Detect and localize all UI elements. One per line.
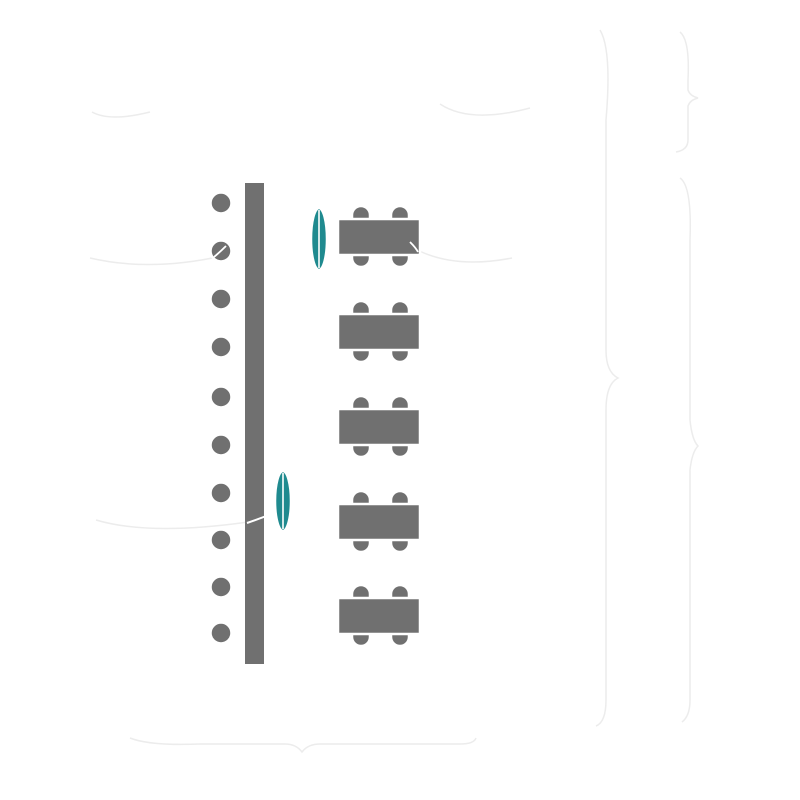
faint-line-8 — [409, 245, 513, 263]
stool-10 — [209, 621, 233, 645]
table-top — [336, 217, 422, 257]
table-top — [336, 312, 422, 352]
table-set-2 — [336, 299, 422, 364]
faint-line-9 — [95, 519, 249, 530]
plants-group — [273, 206, 329, 533]
counter-notch — [246, 511, 277, 524]
stools-group — [209, 191, 233, 645]
faint-line-7 — [89, 255, 223, 266]
table-top — [336, 596, 422, 636]
stool-6 — [209, 433, 233, 457]
faint-line-3 — [679, 177, 700, 723]
faint-line-5 — [91, 111, 151, 118]
table-set-1 — [336, 204, 422, 269]
faint-annotation-lines — [89, 29, 700, 754]
stool-8 — [209, 528, 233, 552]
stool-2-mark — [213, 245, 227, 258]
table-set-4 — [336, 489, 422, 554]
table-1-mark — [409, 241, 419, 253]
stool-7 — [209, 481, 233, 505]
faint-line-4 — [129, 737, 477, 754]
stool-1 — [209, 191, 233, 215]
faint-line-2 — [675, 31, 699, 153]
stool-5 — [209, 385, 233, 409]
tables-group — [336, 204, 422, 648]
stool-3 — [209, 287, 233, 311]
counter-bar — [245, 183, 264, 664]
stool-4 — [209, 335, 233, 359]
faint-line-1 — [595, 29, 620, 727]
table-top — [336, 407, 422, 447]
table-set-3 — [336, 394, 422, 459]
plant-2 — [273, 469, 293, 533]
stool-9 — [209, 575, 233, 599]
table-top — [336, 502, 422, 542]
plant-1 — [309, 206, 329, 272]
faint-line-6 — [439, 103, 531, 116]
counter-group — [245, 183, 277, 664]
table-set-5 — [336, 583, 422, 648]
